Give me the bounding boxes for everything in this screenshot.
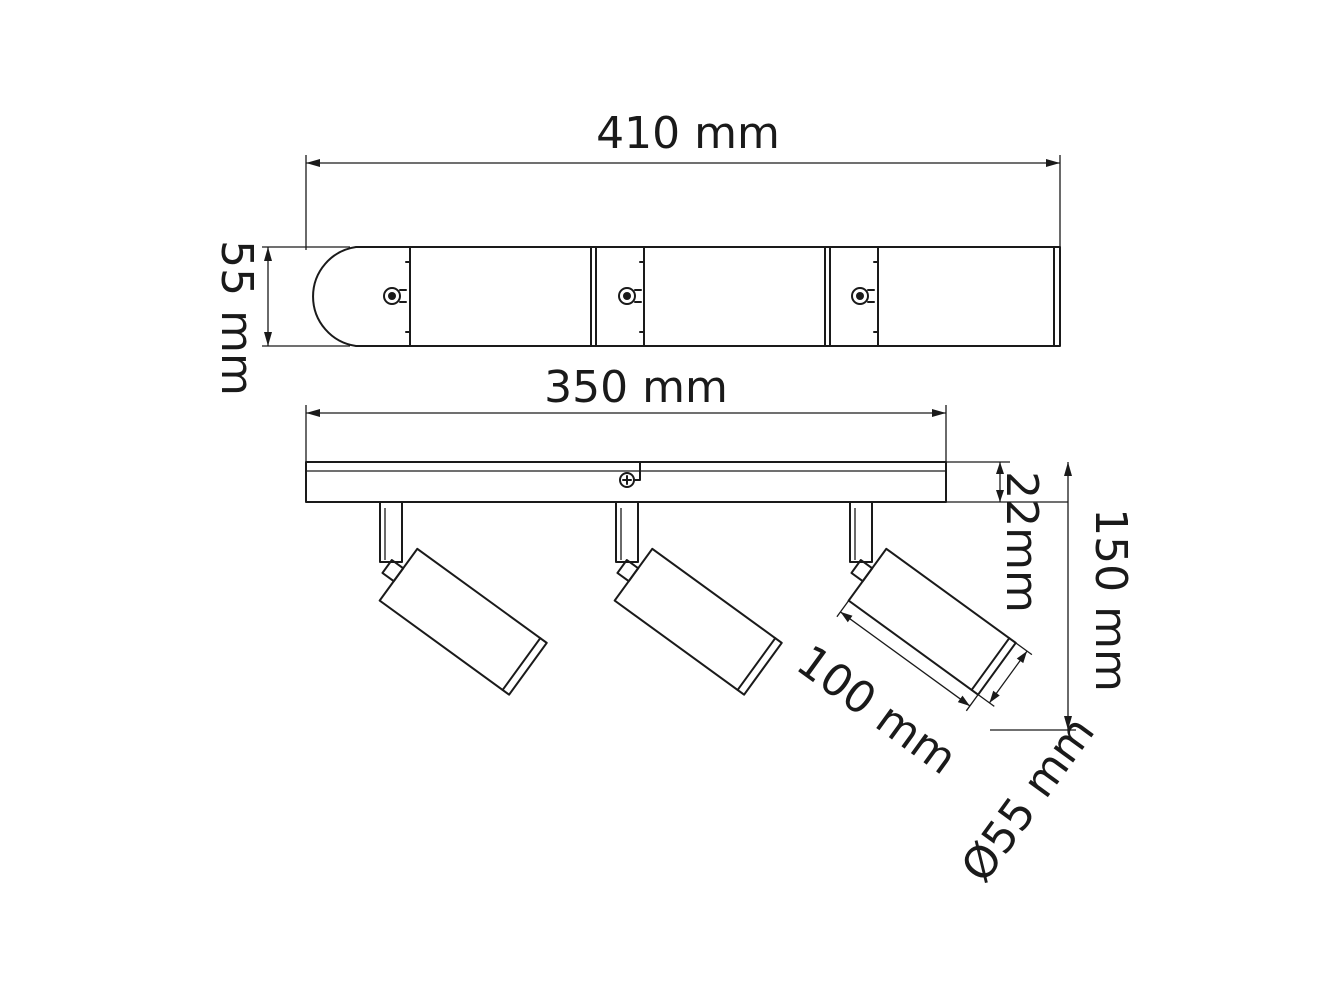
- joint-icon: [618, 287, 642, 305]
- total-length-dimension: 410 mm: [305, 108, 1061, 250]
- total-length-label: 410 mm: [596, 108, 780, 159]
- base-length-label: 350 mm: [544, 362, 728, 413]
- base-height-dimension: 22mm: [946, 461, 1068, 613]
- base-length-dimension: 350 mm: [305, 362, 947, 462]
- base-height-label: 22mm: [996, 471, 1047, 613]
- bar-outline: [312, 246, 1061, 347]
- total-height-dimension: 150 mm: [990, 462, 1136, 731]
- total-height-label: 150 mm: [1085, 508, 1136, 692]
- side-view: 350 mm 22mm 150 mm: [305, 362, 1136, 891]
- joint-icon: [851, 287, 875, 305]
- shade-diameter-label: Ø55 mm: [952, 707, 1105, 891]
- bar-segments: [405, 246, 1055, 347]
- width-dimension: 55 mm: [211, 240, 350, 396]
- spotlight-right: [836, 501, 1033, 712]
- top-view: 410 mm 55 mm: [211, 108, 1061, 396]
- spotlight-left: [378, 501, 548, 696]
- width-label: 55 mm: [211, 240, 262, 396]
- shade-length-label: 100 mm: [787, 636, 966, 785]
- joint-icon: [383, 287, 407, 305]
- screw-icon: [619, 461, 641, 488]
- spotlight-middle: [613, 501, 783, 696]
